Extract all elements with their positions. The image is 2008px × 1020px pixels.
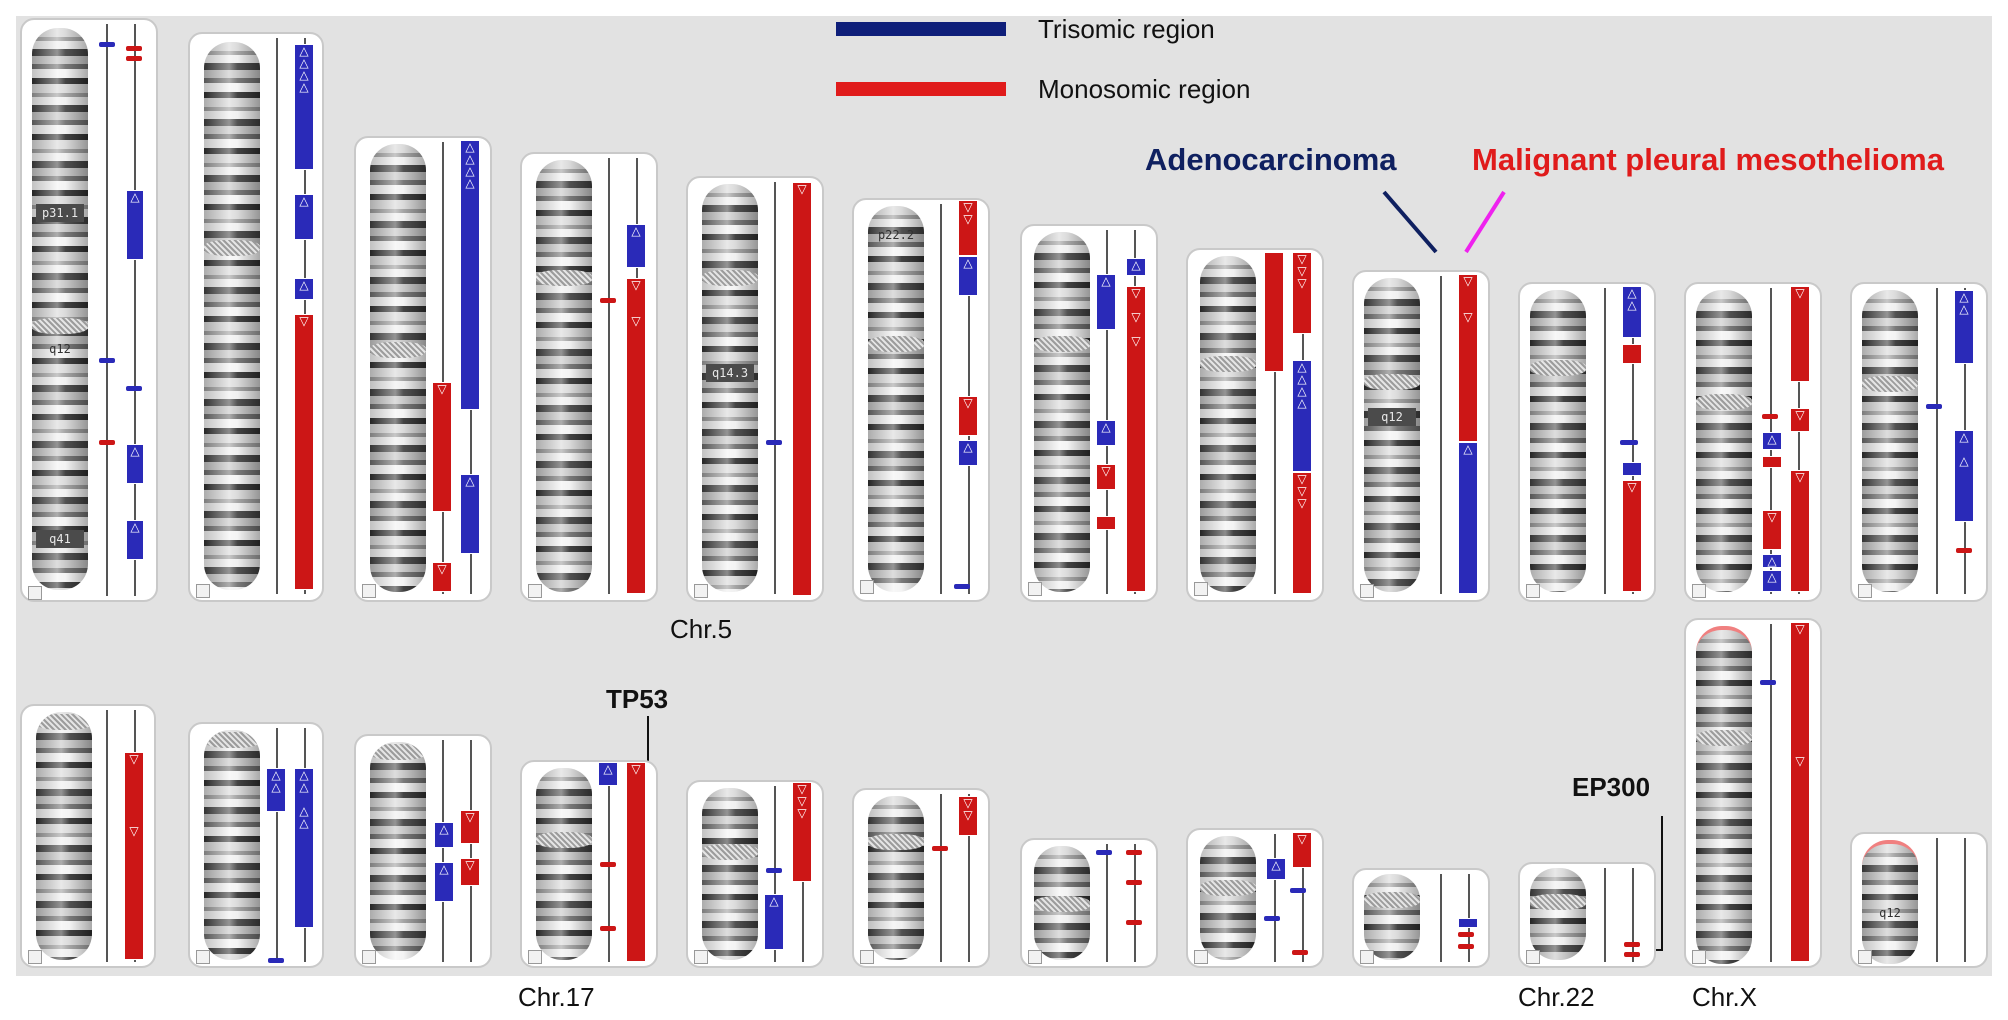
chromosome-ideogram-X	[1696, 626, 1752, 964]
chromosome-card-11[interactable]: ▽ ▽ △ ▽ ▽ △ △	[1684, 282, 1822, 602]
chromosome-card-1[interactable]: p31.1 q12 q41 △ △ △	[20, 18, 158, 602]
chromosome-card-20[interactable]: ▽ △	[1186, 828, 1324, 968]
chromosome-card-7[interactable]: △ △ ▽▽▽ △ ▽	[1020, 224, 1158, 602]
ep300-label: EP300	[1572, 772, 1651, 802]
band-label-q14-3: q14.3	[706, 364, 754, 382]
chromosome-ideogram-17	[702, 788, 758, 960]
chromosome-card-8[interactable]: ▽▽▽ △△△△ ▽▽▽	[1186, 248, 1324, 602]
chromosome-ideogram-2	[204, 42, 260, 590]
chromosome-card-19[interactable]	[1020, 838, 1158, 968]
chromosome-ideogram-8	[1200, 256, 1256, 592]
tp53-label: TP53	[606, 684, 669, 714]
chromosome-ideogram-1: p31.1 q12 q41	[32, 28, 88, 590]
chromosome-ideogram-13	[36, 712, 92, 960]
legend-trisomic-label: Trisomic region	[1038, 14, 1215, 44]
chromosome-ideogram-5: q14.3	[702, 184, 758, 592]
chromosome-card-6[interactable]: p22.2 ▽▽ △ ▽ △	[852, 198, 990, 602]
mesothelioma-label: Malignant pleural mesothelioma	[1472, 142, 1944, 177]
band-label-q12-chr9: q12	[1368, 408, 1416, 426]
chromosome-ideogram-7	[1034, 232, 1090, 592]
chromosome-card-9[interactable]: q12 ▽▽ △	[1352, 270, 1490, 602]
chromosome-ideogram-11	[1696, 290, 1752, 592]
chromosome-ideogram-9: q12	[1364, 278, 1420, 592]
chromosome-ideogram-19	[1034, 846, 1090, 960]
band-label-q12-chrY: q12	[1879, 906, 1901, 920]
chromosome-card-10[interactable]: △△ ▽	[1518, 282, 1656, 602]
chromosome-ideogram-16	[536, 768, 592, 960]
chromosome-card-13[interactable]: ▽▽	[20, 704, 156, 968]
chromosome-ideogram-Y: q12	[1862, 840, 1918, 964]
chromosome-ideogram-3	[370, 144, 426, 592]
chromosome-card-17[interactable]: ▽▽▽ △	[686, 780, 824, 968]
chromosome-card-22[interactable]	[1518, 862, 1656, 968]
chromosome-ideogram-18	[868, 796, 924, 960]
band-label-p22-2: p22.2	[877, 228, 915, 242]
chromosome-ideogram-14	[204, 730, 260, 960]
legend-monosomic-swatch	[836, 82, 1006, 96]
chromosome-card-14[interactable]: △△ △△△△	[188, 722, 324, 968]
chromosome-card-Y[interactable]: q12	[1850, 832, 1988, 968]
chromosome-ideogram-15	[370, 742, 426, 960]
chromosome-card-2[interactable]: △△△△ △ △ ▽	[188, 32, 324, 602]
chrX-label: Chr.X	[1692, 982, 1758, 1012]
chromosome-ideogram-22	[1530, 868, 1586, 960]
chromosome-card-16[interactable]: △ ▽	[520, 760, 658, 968]
band-label-q41: q41	[36, 530, 84, 548]
chromosome-ideogram-10	[1530, 290, 1586, 592]
chromosome-card-21[interactable]	[1352, 868, 1490, 968]
chromosome-ideogram-12	[1862, 290, 1918, 592]
chromosome-ideogram-20	[1200, 836, 1256, 960]
legend-trisomic-swatch	[836, 22, 1006, 36]
adenocarcinoma-pointer-line	[1382, 190, 1438, 254]
adenocarcinoma-label: Adenocarcinoma	[1145, 142, 1397, 177]
chromosome-card-18[interactable]: ▽▽	[852, 788, 990, 968]
band-label-q12: q12	[49, 342, 71, 356]
chr5-label: Chr.5	[670, 614, 733, 644]
chromosome-ideogram-21	[1364, 874, 1420, 960]
chromosome-card-3[interactable]: △△△△ ▽ △ ▽	[354, 136, 492, 602]
chromosome-card-5[interactable]: q14.3 ▽	[686, 176, 824, 602]
chr22-label: Chr.22	[1518, 982, 1595, 1012]
karyotype-panel: Trisomic region Monosomic region Adenoca…	[16, 14, 1992, 1012]
chromosome-card-12[interactable]: △△ △△	[1850, 282, 1988, 602]
band-label-p31-1: p31.1	[36, 204, 84, 222]
chromosome-card-15[interactable]: △ ▽ △ ▽	[354, 734, 492, 968]
chr17-label: Chr.17	[518, 982, 595, 1012]
chromosome-ideogram-6: p22.2	[868, 206, 924, 592]
chromosome-card-4[interactable]: △ ▽▽	[520, 152, 658, 602]
chromosome-card-X[interactable]: ▽▽	[1684, 618, 1822, 968]
chromosome-ideogram-4	[536, 160, 592, 592]
mesothelioma-pointer-line	[1464, 190, 1506, 254]
legend-monosomic-label: Monosomic region	[1038, 74, 1251, 104]
